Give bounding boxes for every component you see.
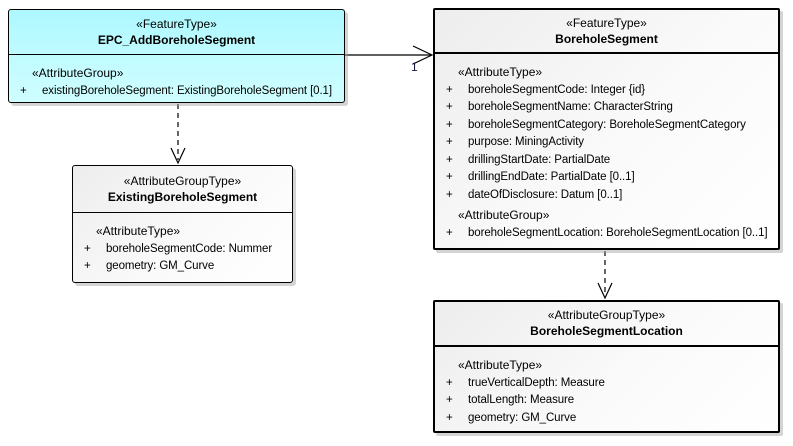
class-box-boreholesegment[interactable]: «FeatureType» BoreholeSegment «Attribute…: [433, 8, 780, 250]
class-box-existingboreholesegment[interactable]: «AttributeGroupType» ExistingBoreholeSeg…: [72, 165, 293, 283]
visibility-marker: +: [84, 242, 91, 255]
visibility-marker: +: [446, 118, 453, 131]
attribute-text: boreholeSegmentCategory: BoreholeSegment…: [468, 118, 746, 131]
visibility-marker: +: [20, 84, 27, 97]
attribute-row[interactable]: + dateOfDisclosure: Datum [0..1]: [445, 187, 774, 205]
visibility-marker: +: [446, 411, 453, 424]
attribute-row[interactable]: + purpose: MiningActivity: [445, 134, 774, 152]
visibility-marker: +: [446, 171, 453, 183]
visibility-marker: +: [446, 101, 453, 113]
visibility-marker: +: [446, 394, 453, 406]
visibility-marker: +: [446, 376, 453, 389]
class-attributes: «AttributeType» + trueVerticalDepth: Meas…: [435, 347, 778, 427]
class-attributes: «AttributeType» + boreholeSegmentCode: Nu…: [73, 213, 292, 276]
attribute-text: dateOfDisclosure: Datum [0..1]: [468, 188, 623, 201]
class-header: «FeatureType» BoreholeSegment: [435, 10, 778, 54]
open-arrowhead-icon: [597, 282, 613, 300]
attribute-group-label: «AttributeType»: [96, 224, 181, 238]
attribute-row[interactable]: + trueVerticalDepth: Measure: [445, 375, 774, 393]
visibility-marker: +: [446, 153, 453, 166]
attribute-row[interactable]: + boreholeSegmentName: CharacterString: [445, 99, 774, 117]
attribute-text: drillingEndDate: PartialDate [0..1]: [468, 171, 635, 183]
class-stereotype: «AttributeGroupType»: [547, 308, 666, 322]
attribute-row[interactable]: + boreholeSegmentCode: Integer {id}: [445, 82, 774, 100]
attribute-text: existingBoreholeSegment: ExistingBorehol…: [42, 84, 332, 97]
attribute-text: geometry: GM_Curve: [106, 260, 215, 272]
visibility-marker: +: [446, 83, 453, 96]
attribute-group-label: «AttributeType»: [458, 65, 543, 79]
visibility-marker: +: [84, 260, 91, 272]
open-arrowhead-icon: [412, 45, 434, 65]
attribute-row[interactable]: + drillingEndDate: PartialDate [0..1]: [445, 169, 774, 187]
attribute-text: purpose: MiningActivity: [468, 136, 584, 148]
class-header: «AttributeGroupType» ExistingBoreholeSeg…: [73, 166, 292, 213]
class-header: «AttributeGroupType» BoreholeSegmentLoca…: [435, 302, 778, 347]
visibility-marker: +: [446, 188, 453, 201]
dependency-connector-existingboreholesegment[interactable]: [170, 104, 186, 165]
class-attributes: «AttributeGroup» + existingBoreholeSegmen…: [9, 55, 344, 100]
attribute-group-label: «AttributeType»: [458, 358, 543, 372]
attribute-text: boreholeSegmentLocation: BoreholeSegment…: [468, 226, 768, 239]
attribute-row[interactable]: + boreholeSegmentLocation: BoreholeSegmen…: [445, 225, 774, 243]
visibility-marker: +: [446, 136, 453, 148]
class-name: ExistingBoreholeSegment: [107, 189, 258, 204]
class-stereotype: «FeatureType»: [136, 16, 217, 31]
class-name: BoreholeSegment: [555, 31, 658, 46]
attribute-text: trueVerticalDepth: Measure: [468, 376, 605, 389]
class-name: EPC_AddBoreholeSegment: [97, 32, 256, 47]
attribute-text: boreholeSegmentCode: Integer {id}: [468, 83, 645, 96]
attribute-row[interactable]: + drillingStartDate: PartialDate: [445, 152, 774, 170]
attribute-text: geometry: GM_Curve: [468, 411, 577, 424]
attribute-group-label: «AttributeGroup»: [458, 208, 550, 222]
attribute-row[interactable]: + boreholeSegmentCategory: BoreholeSegmen…: [445, 117, 774, 135]
class-name: BoreholeSegmentLocation: [530, 324, 683, 338]
attribute-row[interactable]: + geometry: GM_Curve: [83, 258, 288, 276]
class-box-boreholesegmentlocation[interactable]: «AttributeGroupType» BoreholeSegmentLoca…: [433, 300, 780, 433]
attribute-row[interactable]: + boreholeSegmentCode: Nummer: [83, 241, 288, 259]
class-box-epc-addboreholesegment[interactable]: «FeatureType» EPC_AddBoreholeSegment «At…: [8, 9, 345, 103]
attribute-text: boreholeSegmentCode: Nummer: [106, 242, 273, 255]
multiplicity-label: 1: [411, 60, 418, 74]
attribute-text: totalLength: Measure: [468, 394, 575, 406]
dependency-connector-boreholesegmentlocation[interactable]: [597, 251, 613, 300]
class-stereotype: «AttributeGroupType»: [123, 173, 242, 188]
attribute-group-label: «AttributeGroup»: [32, 66, 124, 80]
attribute-row[interactable]: + existingBoreholeSegment: ExistingBoreho…: [19, 83, 340, 101]
attribute-row[interactable]: + totalLength: Measure: [445, 392, 774, 410]
association-connector[interactable]: [345, 45, 434, 65]
attribute-text: drillingStartDate: PartialDate: [468, 153, 611, 166]
class-attributes: «AttributeType» + boreholeSegmentCode: In…: [435, 54, 778, 242]
open-arrowhead-icon: [170, 147, 186, 165]
visibility-marker: +: [446, 226, 453, 239]
attribute-text: boreholeSegmentName: CharacterString: [468, 101, 673, 113]
class-header: «FeatureType» EPC_AddBoreholeSegment: [9, 10, 344, 55]
class-stereotype: «FeatureType»: [566, 15, 647, 30]
attribute-row[interactable]: + geometry: GM_Curve: [445, 410, 774, 428]
